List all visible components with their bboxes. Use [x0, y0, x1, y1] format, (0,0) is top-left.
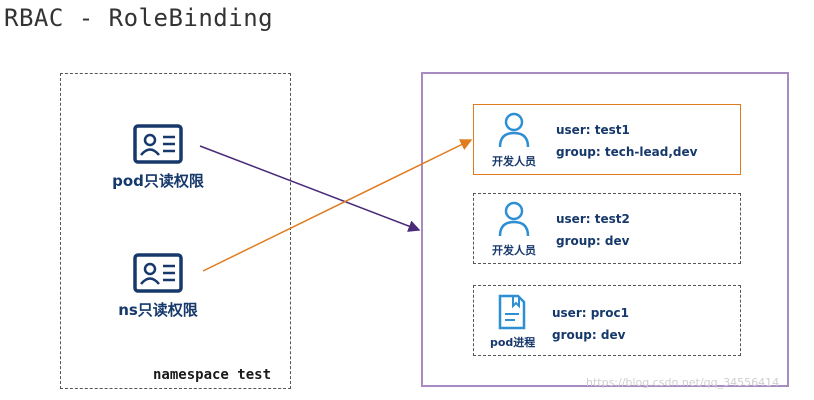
subject-test1: 开发人员 user: test1 group: tech-lead,dev [473, 104, 741, 175]
subject-icon-label: pod进程 [490, 336, 536, 349]
subject-proc1: pod进程 user: proc1 group: dev [473, 285, 741, 356]
subject-icon: 开发人员 [492, 200, 536, 258]
subject-user: user: test2 [556, 212, 630, 226]
subject-test2: 开发人员 user: test2 group: dev [473, 193, 741, 264]
document-icon [498, 294, 526, 330]
subject-icon-label: 开发人员 [492, 155, 536, 168]
watermark: https://blog.csdn.net/qq_34556414 [586, 376, 780, 389]
subject-user: user: proc1 [552, 306, 629, 320]
subject-group: group: tech-lead,dev [556, 145, 698, 159]
namespace-box [60, 73, 291, 389]
subject-info: user: proc1 group: dev [552, 302, 629, 346]
role-pod-readonly: pod只读权限 [98, 124, 218, 191]
subject-info: user: test2 group: dev [556, 208, 630, 252]
subject-icon: 开发人员 [492, 111, 536, 169]
subject-group: group: dev [552, 328, 626, 342]
id-card-icon [133, 124, 183, 164]
person-icon [498, 201, 530, 237]
id-card-icon [133, 253, 183, 293]
subject-user: user: test1 [556, 123, 630, 137]
subject-icon: pod进程 [490, 294, 536, 350]
namespace-label: namespace test [153, 367, 272, 383]
subject-icon-label: 开发人员 [492, 244, 536, 257]
person-icon [498, 112, 530, 148]
role-label: pod只读权限 [112, 172, 204, 190]
diagram-title: RBAC - RoleBinding [4, 4, 274, 32]
role-label: ns只读权限 [118, 301, 198, 319]
subject-group: group: dev [556, 234, 630, 248]
role-ns-readonly: ns只读权限 [98, 253, 218, 320]
subject-info: user: test1 group: tech-lead,dev [556, 119, 697, 163]
